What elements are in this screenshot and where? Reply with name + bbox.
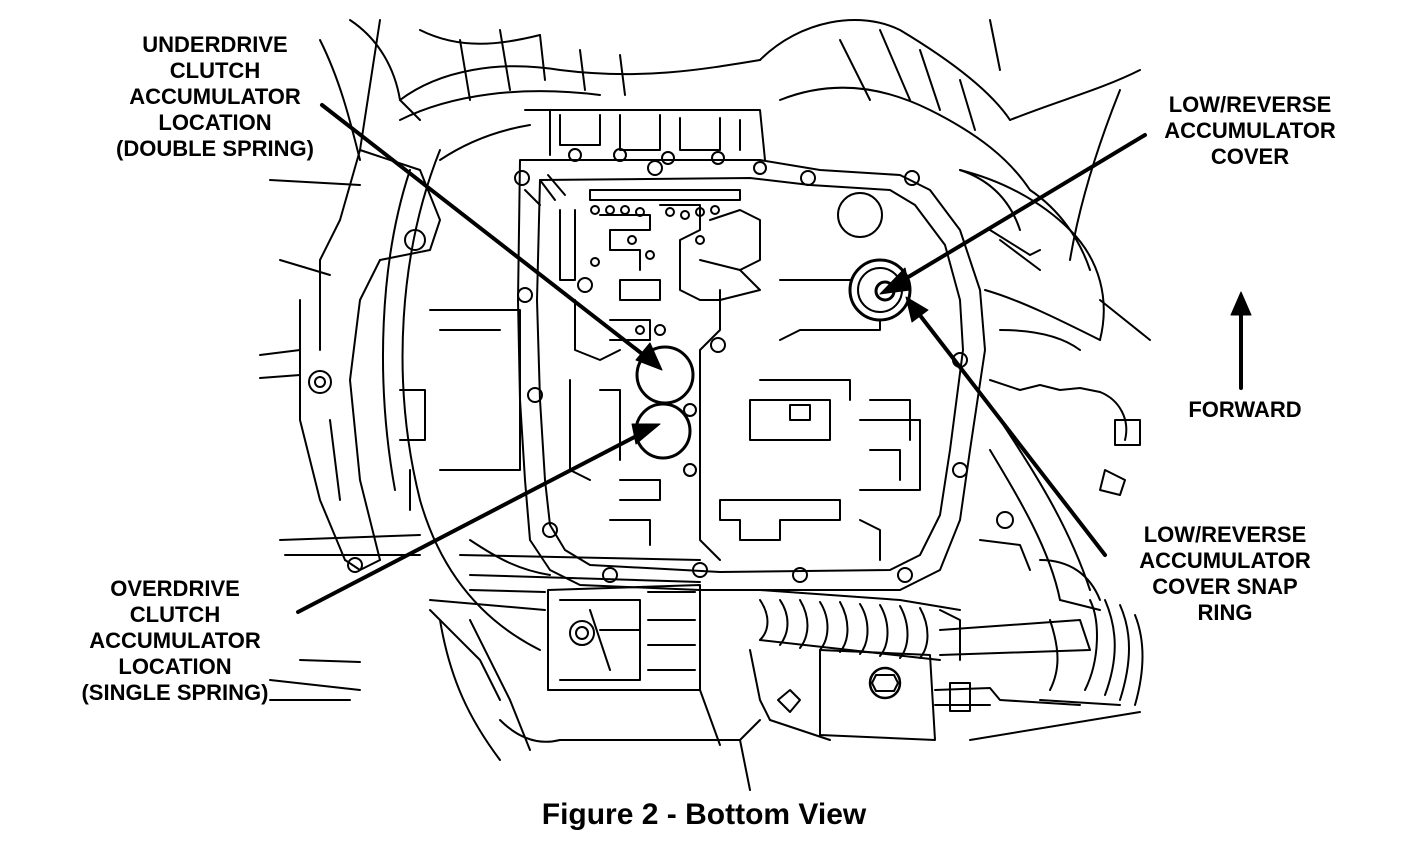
lr-snap-ring-label-line: LOW/REVERSE (1143, 522, 1307, 547)
valve-body (514, 109, 986, 591)
lr-snap-ring-arrowhead (905, 296, 929, 323)
underdrive-label-line: (DOUBLE SPRING) (116, 136, 314, 161)
underdrive-label-line: LOCATION (158, 110, 272, 135)
forward-arrowhead (1230, 291, 1252, 316)
low-reverse-snap-ring-label: LOW/REVERSE ACCUMULATOR COVER SNAP RING (1110, 522, 1340, 626)
lr-cover-label-line: ACCUMULATOR (1164, 118, 1336, 143)
underdrive-leader (320, 103, 652, 362)
overdrive-label-line: (SINGLE SPRING) (81, 680, 269, 705)
lr-snap-ring-label-line: RING (1197, 600, 1253, 625)
transmission-case (382, 149, 701, 761)
overdrive-label-line: CLUTCH (129, 602, 221, 627)
overdrive-label-line: ACCUMULATOR (89, 628, 261, 653)
lr-cover-leader (893, 133, 1147, 287)
arrow-heads (631, 267, 1252, 445)
forward-label: FORWARD (1188, 397, 1302, 422)
lower-bracket (547, 584, 1081, 741)
underdrive-accumulator-label: UNDERDRIVE CLUTCH ACCUMULATOR LOCATION (… (70, 32, 360, 162)
halfshaft-boot (939, 169, 1151, 706)
floor-lines (269, 534, 1141, 791)
overdrive-leader (296, 428, 650, 614)
lr-cover-label-line: LOW/REVERSE (1168, 92, 1332, 117)
upper-body-panels (319, 19, 1141, 271)
left-crossmember (259, 19, 441, 573)
lr-cover-label-line: COVER (1210, 144, 1290, 169)
underdrive-arrowhead (635, 342, 663, 371)
overdrive-label-line: LOCATION (118, 654, 232, 679)
lr-snap-ring-label-line: COVER SNAP (1152, 574, 1298, 599)
low-reverse-cover-label: LOW/REVERSE ACCUMULATOR COVER (1140, 92, 1360, 170)
underdrive-label-line: CLUTCH (169, 58, 261, 83)
lr-snap-ring-leader (910, 303, 1107, 557)
lr-snap-ring-label-line: ACCUMULATOR (1139, 548, 1311, 573)
accumulator-bores (634, 192, 912, 460)
underdrive-label-line: UNDERDRIVE (142, 32, 288, 57)
figure-caption: Figure 2 - Bottom View (541, 798, 867, 831)
lr-cover-arrowhead (879, 267, 911, 295)
overdrive-arrowhead (631, 423, 661, 445)
underdrive-label-line: ACCUMULATOR (129, 84, 301, 109)
overdrive-label-line: OVERDRIVE (110, 576, 240, 601)
overdrive-accumulator-label: OVERDRIVE CLUTCH ACCUMULATOR LOCATION (S… (30, 576, 320, 706)
callout-leaders (296, 103, 1243, 614)
